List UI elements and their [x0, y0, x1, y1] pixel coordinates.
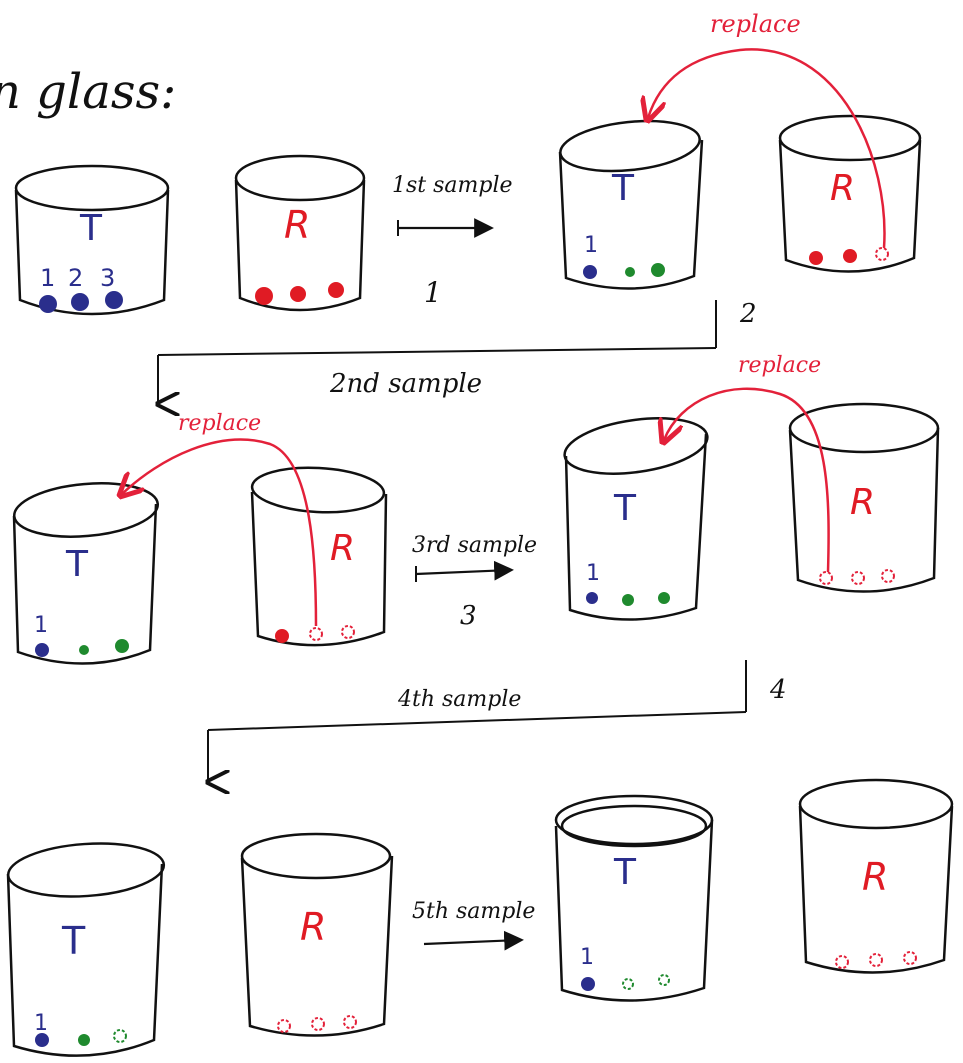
blue-ball [581, 977, 595, 991]
ball-number-3: 3 [100, 264, 115, 292]
tea-jar-before-step-3 [12, 482, 160, 665]
curved-arrow-icon [122, 438, 318, 627]
tea-jar-after-step-3 [563, 417, 709, 621]
replace-jar-initial [234, 154, 366, 312]
step-1-number: 1 [424, 276, 442, 309]
tea-jar-label: T [613, 488, 637, 529]
diagram-heading: n glass: [0, 64, 176, 120]
blue-ball [586, 592, 598, 604]
tea-jar-initial [14, 164, 170, 316]
empty-slot [869, 953, 883, 967]
red-ball [843, 249, 857, 263]
replace-jar-after-step-1 [778, 114, 922, 273]
empty-slot [851, 571, 865, 585]
empty-slot [277, 1019, 291, 1033]
empty-slot [311, 1017, 325, 1031]
red-ball [809, 251, 823, 265]
replace-jar-label: R [830, 168, 855, 209]
step-4-number: 4 [769, 675, 787, 705]
tea-jar-before-step-5 [6, 842, 166, 1057]
tea-jar-label: T [613, 852, 637, 893]
tea-jar-label: T [611, 168, 635, 209]
step-3-number: 3 [460, 601, 477, 631]
tea-ball [115, 639, 129, 653]
step-2-number: 2 [739, 299, 757, 329]
replace-jar-before-step-5 [240, 832, 394, 1037]
blue-ball [39, 295, 57, 313]
tea-ball [625, 267, 635, 277]
replace-jar-label: R [300, 905, 326, 949]
tea-ball [78, 1034, 90, 1046]
tea-ball [622, 594, 634, 606]
red-ball [290, 286, 306, 302]
tea-jar-label: T [79, 208, 103, 249]
red-ball [255, 287, 273, 305]
empty-slot [881, 569, 895, 583]
empty-slot [113, 1029, 127, 1043]
row-2: T 1 R replace 3rd sample 3 T 1 [12, 353, 940, 665]
connector-step-4 [208, 660, 747, 782]
step-1-label: 1st sample [392, 173, 513, 198]
empty-slot [309, 627, 323, 641]
tea-ball [79, 645, 89, 655]
empty-slot [658, 974, 670, 986]
ball-number-1: 1 [584, 233, 598, 258]
replace-label: replace [710, 10, 801, 38]
blue-ball [583, 265, 597, 279]
row-1: T 1 2 3 R 1st sample 1 T 1 [14, 10, 922, 316]
blue-ball [35, 643, 49, 657]
curved-arrow-icon [664, 387, 830, 573]
replace-jar-label: R [284, 203, 310, 247]
tea-jar-after-step-5 [554, 794, 714, 1002]
step-4-label: 4th sample [397, 687, 521, 712]
arrow-right-icon [415, 560, 514, 581]
empty-slot [341, 625, 355, 639]
step-3-label: 3rd sample [412, 533, 537, 558]
empty-slot [622, 978, 634, 990]
replace-jar-label: R [862, 855, 888, 899]
ball-number-1: 1 [34, 1011, 48, 1036]
ball-number-1: 1 [34, 613, 48, 638]
tea-jar-label: T [65, 544, 89, 585]
empty-slot [903, 951, 917, 965]
tea-ball [658, 592, 670, 604]
ball-number-1: 1 [586, 561, 600, 586]
replace-label: replace [178, 411, 261, 436]
row-3: T 1 R 5th sample T 1 R [6, 778, 954, 1057]
empty-slot [343, 1015, 357, 1029]
replace-jar-after-step-3 [788, 402, 940, 593]
replace-jar-before-step-3 [250, 466, 388, 647]
ball-number-2: 2 [68, 264, 83, 292]
tea-jar-label: T [61, 919, 86, 963]
tea-jar-after-step-1 [558, 119, 704, 290]
replace-jar-after-step-5 [798, 778, 954, 974]
step-2-label: 2nd sample [329, 369, 482, 399]
blue-ball [71, 293, 89, 311]
blue-ball [35, 1033, 49, 1047]
curved-arrow-icon [648, 48, 886, 249]
red-ball [328, 282, 344, 298]
empty-slot [875, 247, 889, 261]
red-ball [275, 629, 289, 643]
ball-number-1: 1 [580, 945, 594, 970]
replace-jar-label: R [850, 482, 875, 523]
arrow-right-icon [423, 930, 524, 951]
step-5-label: 5th sample [412, 899, 535, 924]
empty-slot [835, 955, 849, 969]
ball-number-1: 1 [40, 264, 55, 292]
blue-ball [105, 291, 123, 309]
tea-ball [651, 263, 665, 277]
replace-jar-label: R [330, 528, 355, 569]
connector-step-2 [158, 300, 717, 404]
empty-slot [819, 571, 833, 585]
replace-label: replace [738, 353, 821, 378]
